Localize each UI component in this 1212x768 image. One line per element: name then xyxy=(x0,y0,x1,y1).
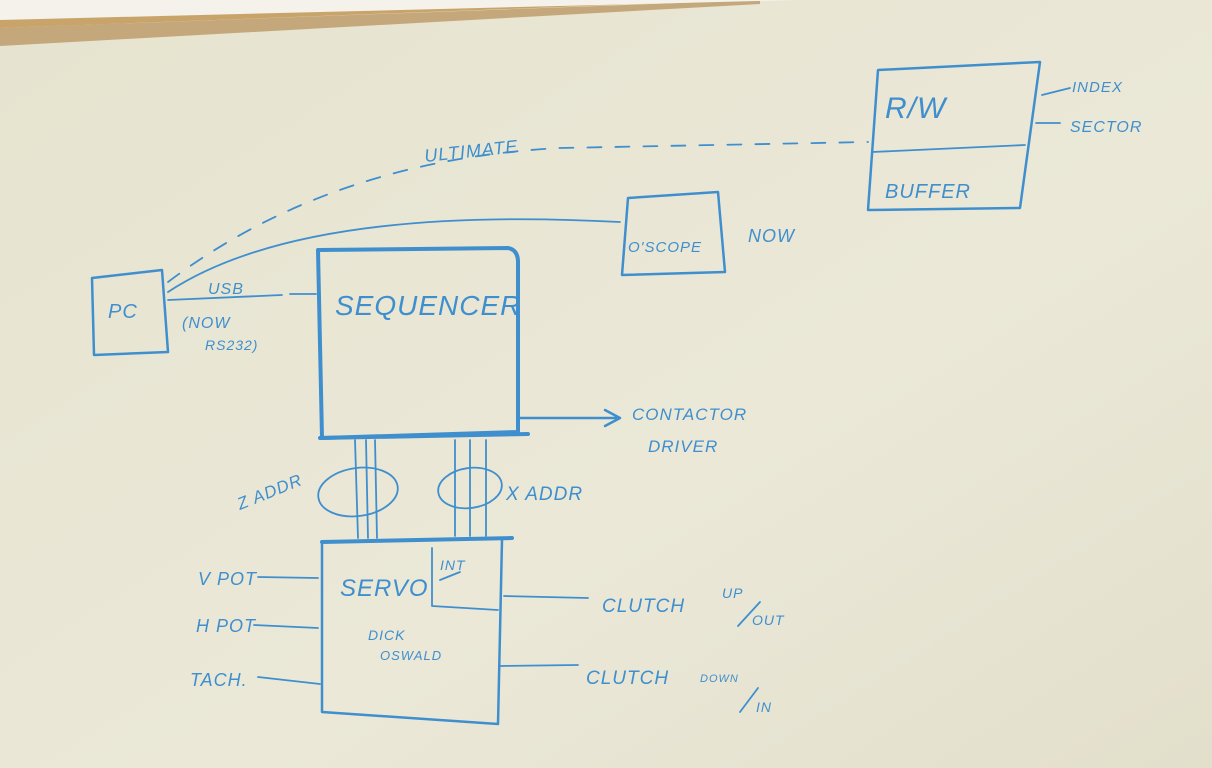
clutch-down-dir-bottom: IN xyxy=(756,699,772,715)
usb-label: USB xyxy=(208,281,244,298)
index-label: INDEX xyxy=(1072,79,1123,96)
usb-note-line1: (NOW xyxy=(182,315,231,332)
oscope-now-label: NOW xyxy=(748,226,796,246)
x-addr-bus xyxy=(437,439,503,537)
clutch-down-label: CLUTCH xyxy=(586,668,669,689)
clutch-up-dir-bottom: OUT xyxy=(752,612,785,628)
v-pot-label: V POT xyxy=(198,569,258,589)
contactor-label-line1: CONTACTOR xyxy=(632,405,747,424)
owner-line2: OSWALD xyxy=(380,648,442,663)
oscope-link xyxy=(167,218,621,293)
int-label: INT xyxy=(440,557,466,573)
rw-buffer-box: R/W BUFFER INDEX SECTOR xyxy=(866,60,1142,212)
servo-input-lines xyxy=(253,576,321,685)
pc-box: PC xyxy=(90,268,170,357)
sequencer-label: SEQUENCER xyxy=(335,290,521,321)
clutch-down-dir-top: DOWN xyxy=(700,673,739,685)
sequencer-box: SEQUENCER xyxy=(316,246,530,440)
z-addr-bus xyxy=(317,439,399,539)
h-pot-label: H POT xyxy=(196,616,257,636)
servo-label: SERVO xyxy=(340,575,429,602)
clutch-output-lines xyxy=(499,595,589,667)
sector-label: SECTOR xyxy=(1070,119,1142,136)
rw-label: R/W xyxy=(885,92,948,125)
x-addr-label: X ADDR xyxy=(505,484,583,505)
contactor-label-line2: DRIVER xyxy=(648,437,718,456)
oscope-box: O'SCOPE xyxy=(620,190,727,277)
clutch-up-label: CLUTCH xyxy=(602,596,685,617)
owner-line1: DICK xyxy=(368,627,405,643)
usb-note-line2: RS232) xyxy=(205,337,258,353)
clutch-up-dir-top: UP xyxy=(722,585,743,601)
pc-label: PC xyxy=(108,301,138,323)
contactor-arrow xyxy=(516,408,622,428)
ultimate-dashed-link xyxy=(167,141,869,283)
usb-link xyxy=(167,293,317,301)
oscope-label: O'SCOPE xyxy=(628,239,702,256)
servo-box: SERVO INT DICK OSWALD xyxy=(320,536,514,726)
buffer-label: BUFFER xyxy=(885,181,971,203)
tach-label: TACH. xyxy=(190,670,248,690)
